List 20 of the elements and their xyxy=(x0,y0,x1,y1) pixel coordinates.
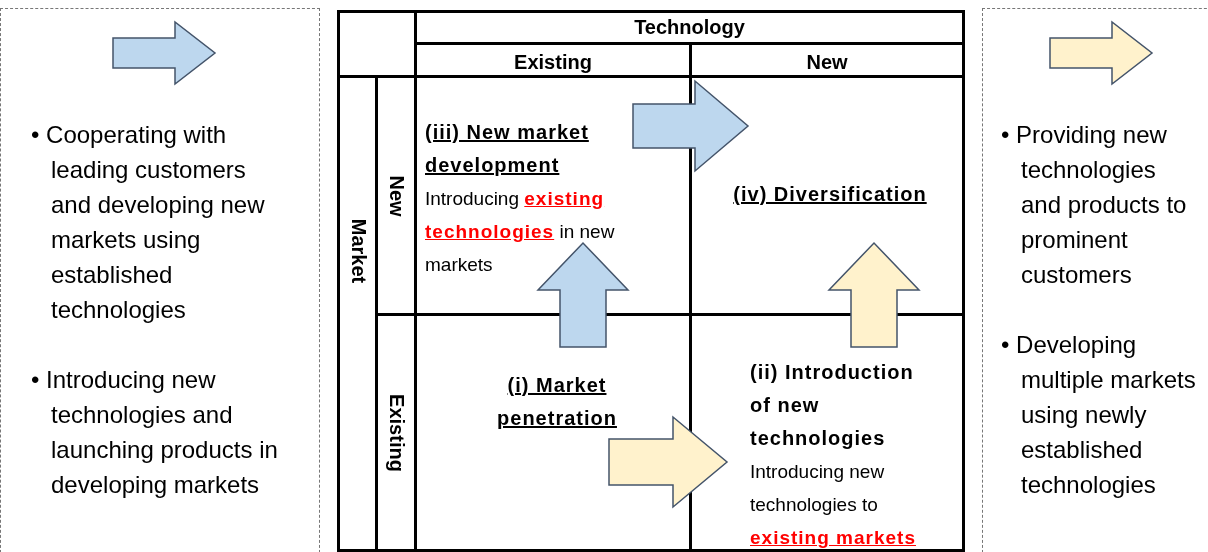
quadrant-description: Introducing existing technologies in new markets xyxy=(425,187,616,277)
quadrant-title: (ii) Introduction of new technologies xyxy=(750,360,915,451)
quadrant-description: Introducing new technologies to existing markets xyxy=(750,460,917,550)
header-text: New xyxy=(805,51,849,74)
block-arrow xyxy=(608,415,729,509)
header-text: Technology xyxy=(633,16,746,39)
block-arrow xyxy=(827,241,921,348)
bullet-text: • Developing multiple markets using newly established technologies xyxy=(1001,330,1197,500)
bullet-text: • Providing new technologies and products to prominent customers xyxy=(1001,120,1188,290)
bullet-text: • Introducing new technologies and launching products in developing markets xyxy=(31,365,279,500)
header-text: Existing xyxy=(384,393,408,472)
quadrant-title: (i) Market penetration xyxy=(496,373,618,431)
block-arrow xyxy=(632,79,750,173)
block-arrow xyxy=(536,241,630,348)
quadrant-title: (iv) Diversification xyxy=(732,182,928,207)
header-text: Market xyxy=(346,218,369,284)
quadrant-title: (iii) New market development xyxy=(425,120,590,178)
bullet-text: • Cooperating with leading customers and developing new markets using established technologies xyxy=(31,120,266,325)
header-text: Existing xyxy=(513,51,593,74)
header-text: New xyxy=(384,174,408,217)
